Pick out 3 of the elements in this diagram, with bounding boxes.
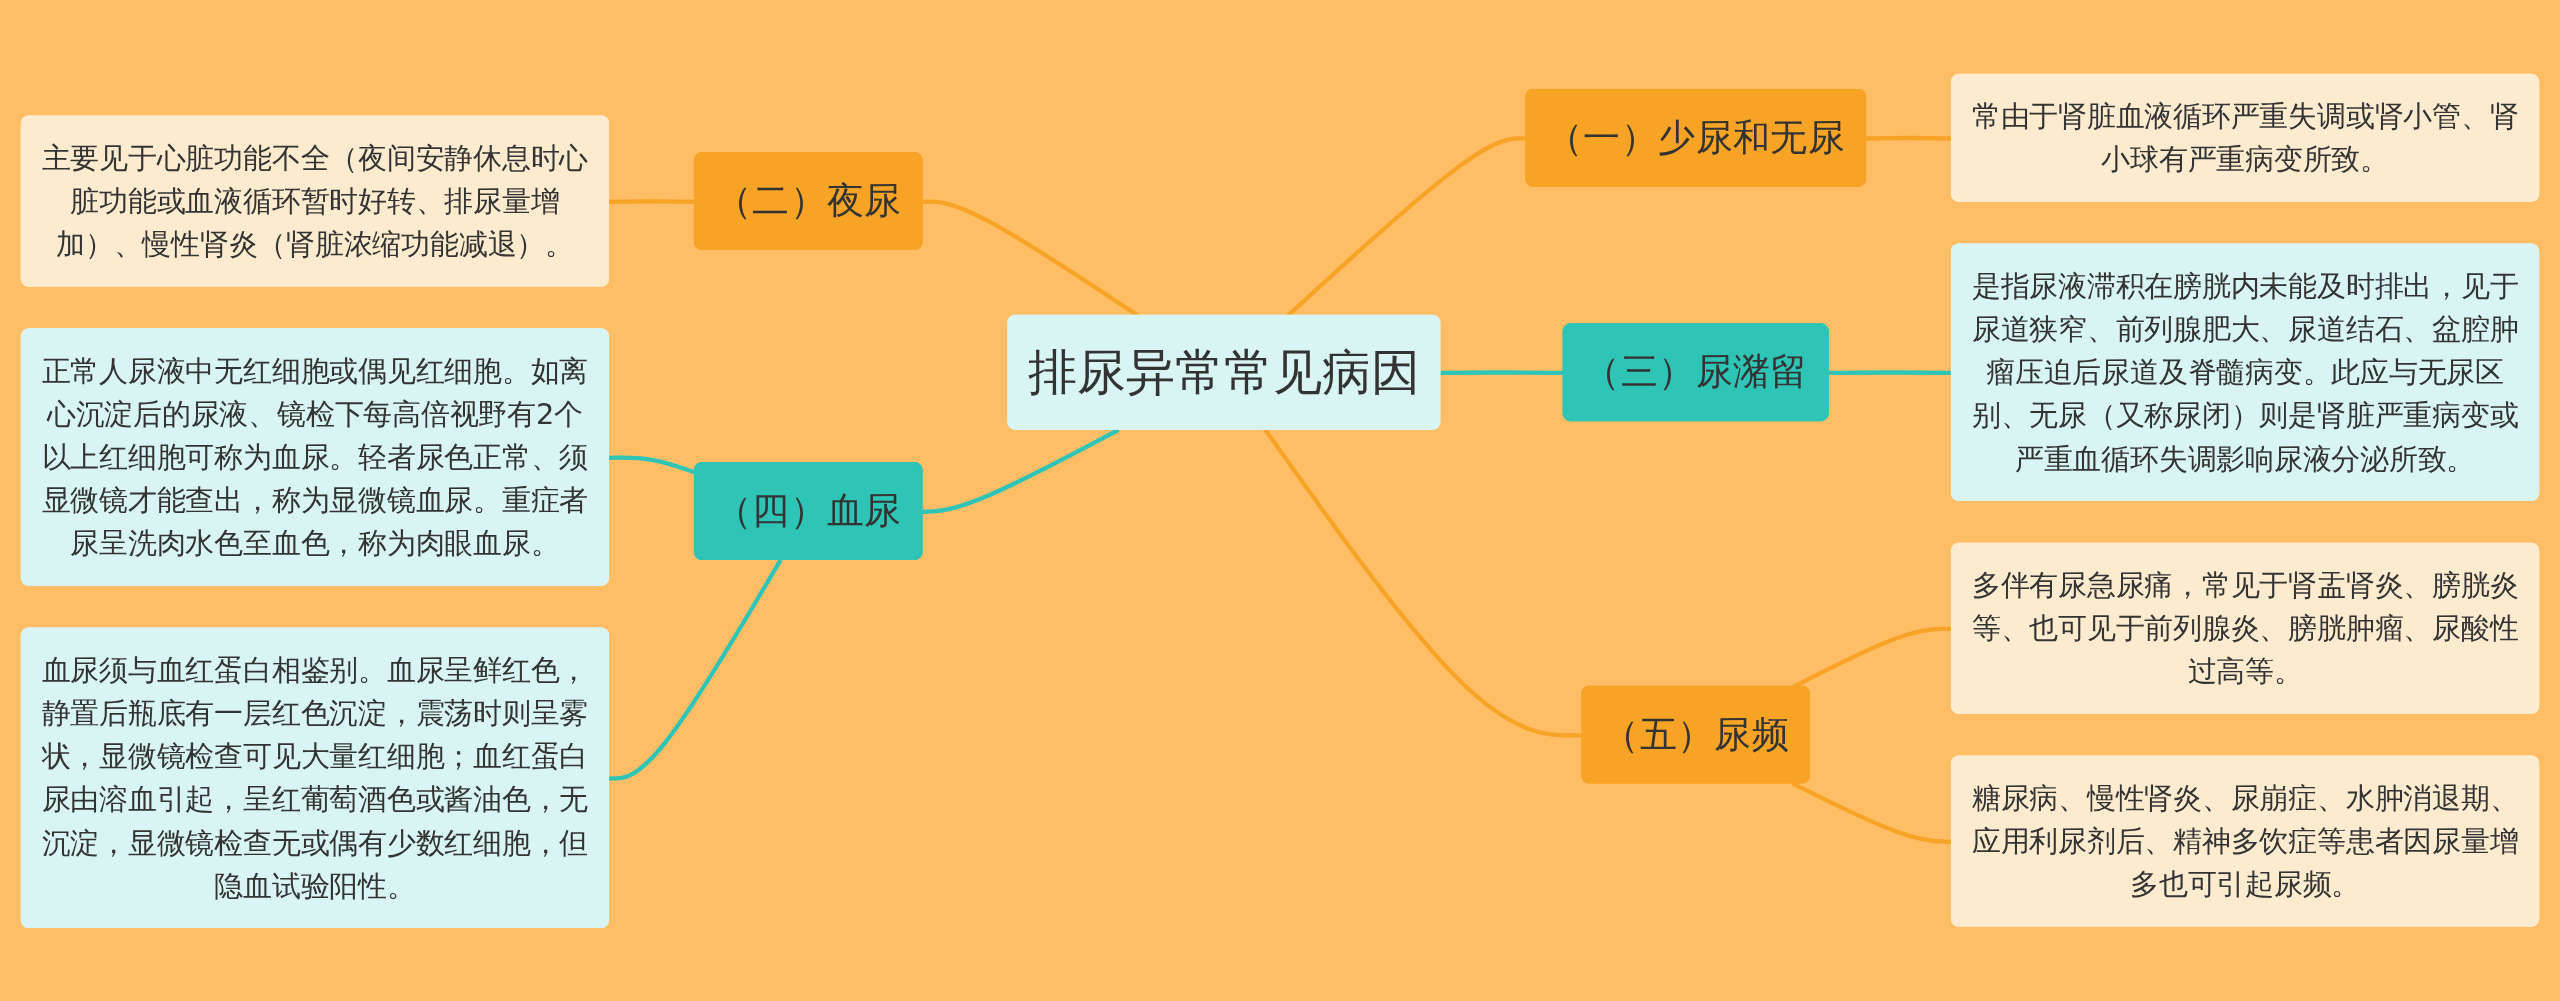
connector — [922, 427, 1120, 514]
connector — [609, 558, 783, 781]
connector — [1263, 428, 1583, 738]
